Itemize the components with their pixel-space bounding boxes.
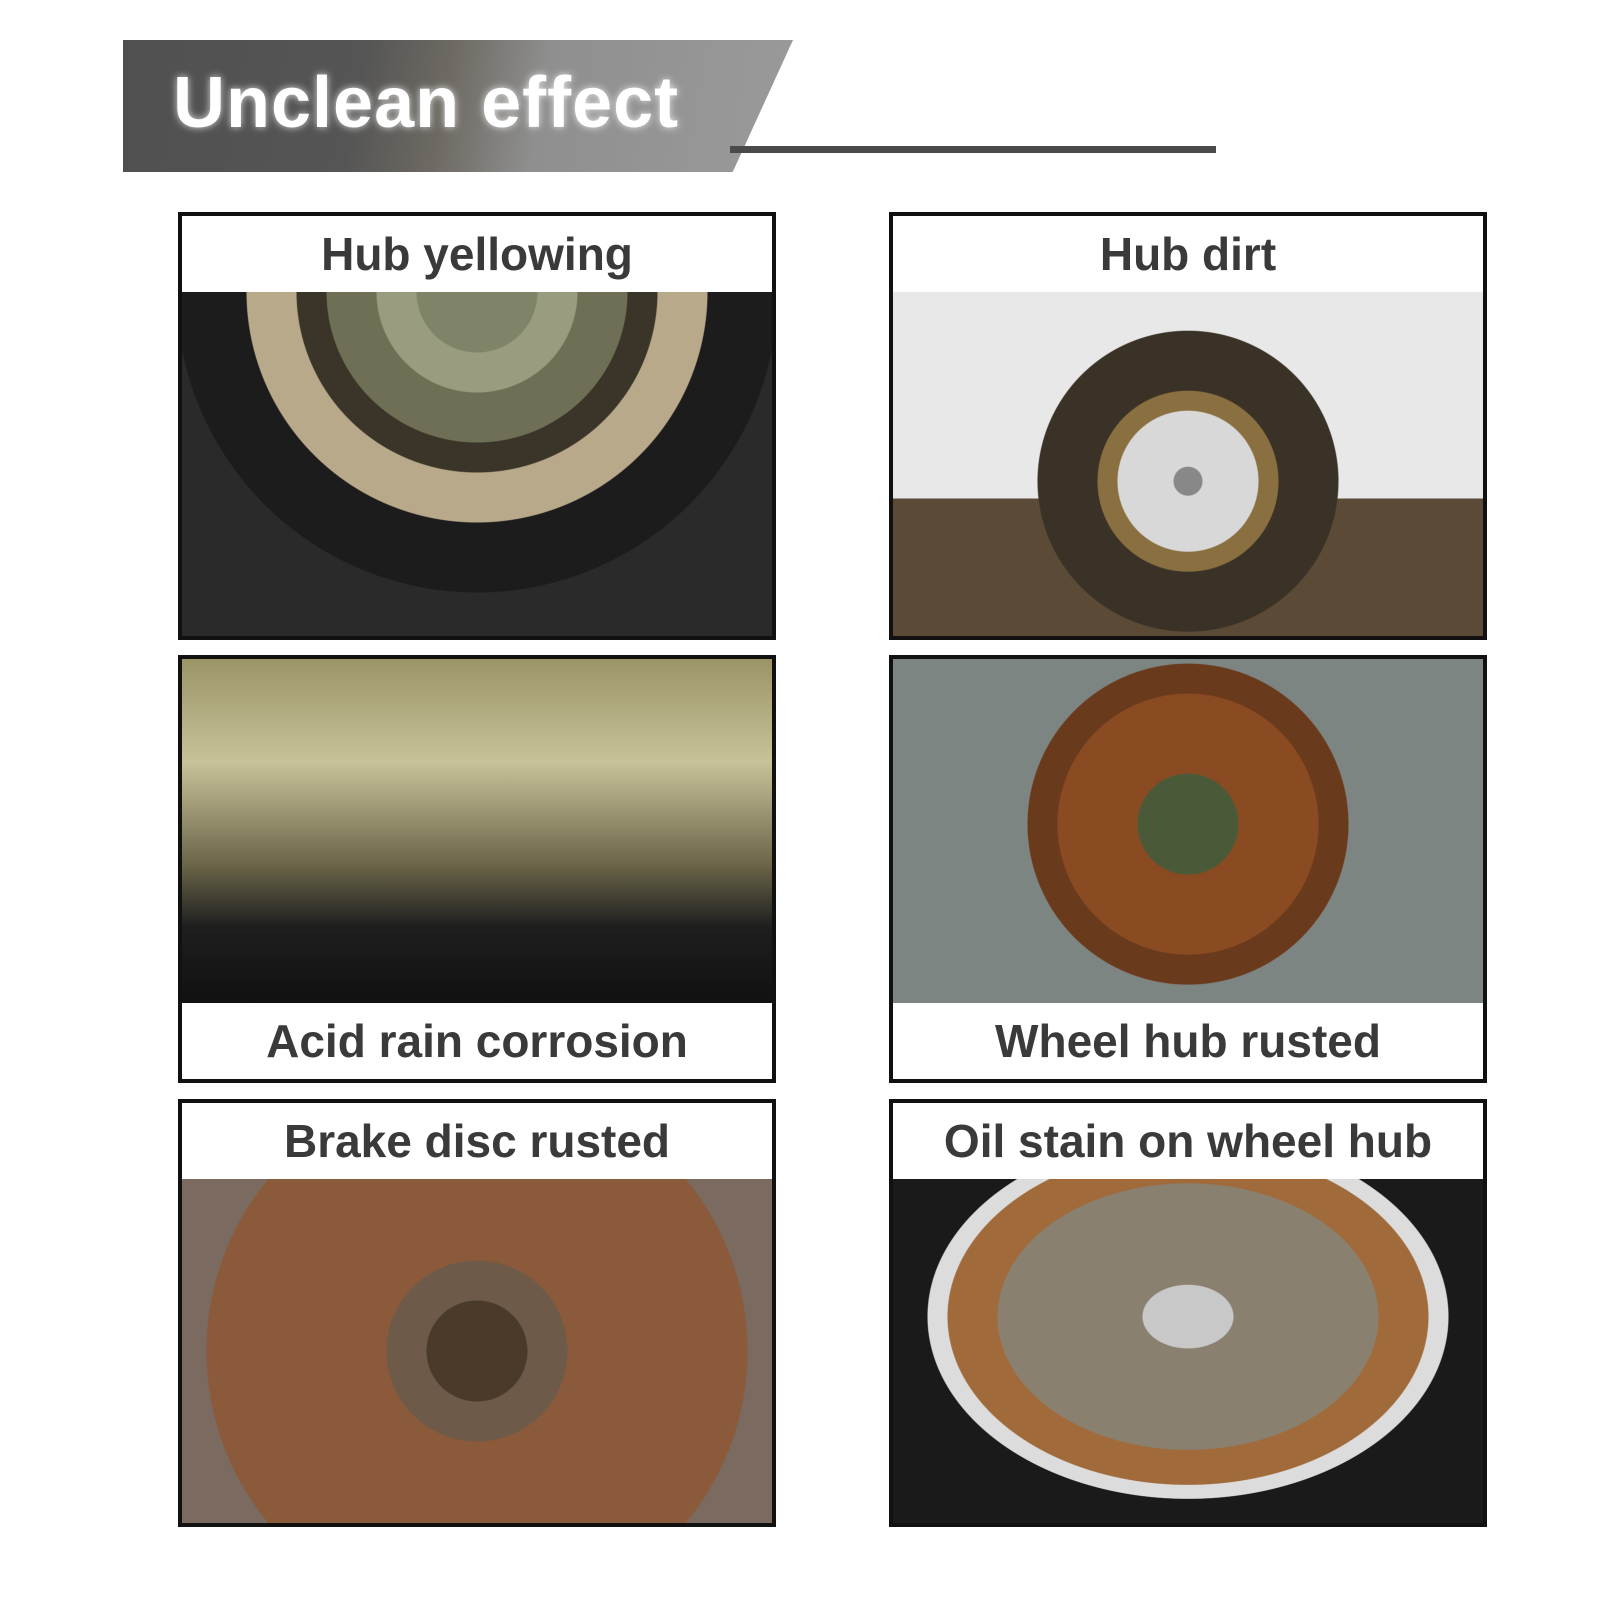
photo-wheel-hub-rusted — [893, 659, 1483, 1003]
photo-oil-stain — [893, 1179, 1483, 1523]
photo-hub-dirt — [893, 292, 1483, 636]
panel-oil-stain: Oil stain on wheel hub — [889, 1099, 1487, 1527]
panel-wheel-hub-rusted: Wheel hub rusted — [889, 655, 1487, 1083]
panel-acid-rain-corrosion: Acid rain corrosion — [178, 655, 776, 1083]
panel-label: Oil stain on wheel hub — [943, 1115, 1433, 1167]
panel-hub-yellowing: Hub yellowing — [178, 212, 776, 640]
divider-line — [730, 146, 1216, 153]
banner-title: Unclean effect — [173, 63, 680, 143]
panel-brake-disc-rusted: Brake disc rusted — [178, 1099, 776, 1527]
panel-label: Hub yellowing — [321, 228, 633, 280]
panel-hub-dirt: Hub dirt — [889, 212, 1487, 640]
photo-hub-yellowing — [182, 292, 772, 636]
title-banner: Unclean effect — [123, 40, 793, 172]
photo-brake-disc-rusted — [182, 1179, 772, 1523]
photo-acid-rain-corrosion — [182, 659, 772, 1003]
panel-label: Brake disc rusted — [283, 1115, 671, 1167]
panel-label: Hub dirt — [1099, 228, 1277, 280]
panel-label: Wheel hub rusted — [995, 1015, 1381, 1067]
panel-label: Acid rain corrosion — [266, 1015, 688, 1067]
